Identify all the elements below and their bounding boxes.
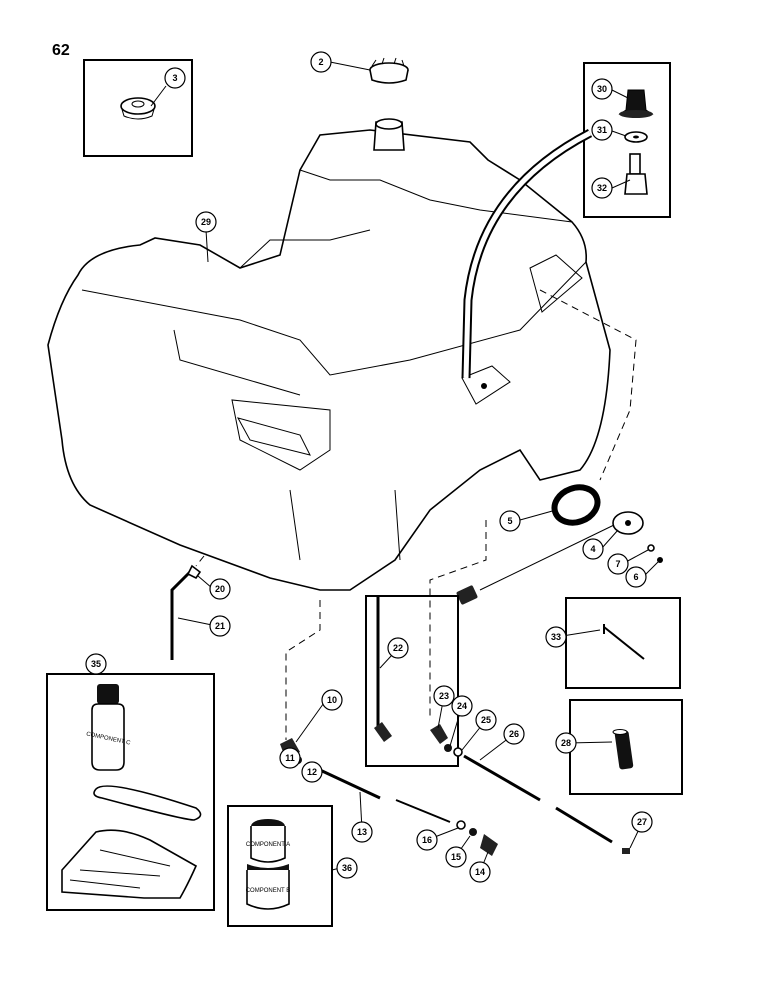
svg-text:20: 20 (215, 584, 225, 594)
sending-unit-4 (456, 511, 644, 605)
svg-text:24: 24 (457, 701, 467, 711)
svg-text:26: 26 (509, 729, 519, 739)
assembly-path-a (539, 289, 637, 481)
svg-text:23: 23 (439, 691, 449, 701)
svg-text:7: 7 (615, 559, 620, 569)
svg-text:14: 14 (475, 867, 485, 877)
svg-text:5: 5 (507, 516, 512, 526)
callout-10: 10 (321, 689, 343, 711)
page-number: 62 (52, 42, 70, 59)
callout-7: 7 (607, 553, 629, 575)
svg-text:2: 2 (318, 57, 323, 67)
callout-16: 16 (416, 829, 438, 851)
svg-text:21: 21 (215, 621, 225, 631)
elbow-23 (430, 724, 448, 744)
assembly-path-c (285, 600, 321, 740)
inset-box-28 (569, 699, 683, 795)
fitting-14 (480, 834, 498, 856)
clip-27 (622, 848, 630, 854)
svg-text:25: 25 (481, 715, 491, 725)
callout-12: 12 (301, 761, 323, 783)
callout-6: 6 (625, 566, 647, 588)
callout-28: 28 (555, 732, 577, 754)
callout-21: 21 (209, 615, 231, 637)
callout-11: 11 (279, 747, 301, 769)
svg-text:3: 3 (172, 73, 177, 83)
drain-tube-21 (170, 568, 194, 660)
callout-23: 23 (433, 685, 455, 707)
svg-text:22: 22 (393, 643, 403, 653)
nut-24 (444, 744, 452, 752)
callout-20: 20 (209, 578, 231, 600)
svg-text:32: 32 (597, 183, 607, 193)
callout-15: 15 (445, 846, 467, 868)
line-13 (319, 768, 381, 800)
sleeve-25 (453, 747, 463, 757)
inset-box-36: COMPONENT A COMPONENT B (227, 805, 333, 927)
inset-box-33 (565, 597, 681, 689)
component-b-label: COMPONENT B (246, 888, 291, 894)
washer-7 (647, 544, 655, 552)
screw-6 (657, 557, 663, 563)
svg-text:6: 6 (633, 572, 638, 582)
svg-text:13: 13 (357, 827, 367, 837)
fuel-tank (47, 118, 611, 591)
callout-13: 13 (351, 821, 373, 843)
callout-25: 25 (475, 709, 497, 731)
component-a-label: COMPONENT A (246, 842, 290, 848)
callout-31: 31 (591, 119, 613, 141)
gasket-5 (551, 484, 601, 526)
callout-36: 36 (336, 857, 358, 879)
line-26 (463, 754, 541, 802)
callout-32: 32 (591, 177, 613, 199)
svg-text:10: 10 (327, 695, 337, 705)
svg-text:12: 12 (307, 767, 317, 777)
callout-35: 35 (85, 653, 107, 675)
callout-29: 29 (195, 211, 217, 233)
callout-2: 2 (310, 51, 332, 73)
callout-26: 26 (503, 723, 525, 745)
fuel-cap (369, 57, 409, 84)
callout-33: 33 (545, 626, 567, 648)
callout-30: 30 (591, 78, 613, 100)
svg-text:4: 4 (590, 544, 595, 554)
svg-text:15: 15 (451, 852, 461, 862)
svg-text:33: 33 (551, 632, 561, 642)
assembly-path-b (195, 555, 205, 567)
callout-5: 5 (499, 510, 521, 532)
callout-4: 4 (582, 538, 604, 560)
fitting-20 (186, 564, 202, 580)
sleeve-16 (456, 820, 466, 830)
svg-text:30: 30 (597, 84, 607, 94)
svg-text:16: 16 (422, 835, 432, 845)
callout-27: 27 (631, 811, 653, 833)
svg-text:36: 36 (342, 863, 352, 873)
nut-15 (469, 828, 477, 836)
svg-text:28: 28 (561, 738, 571, 748)
svg-text:27: 27 (637, 817, 647, 827)
inset-box-35: COMPONENT C (46, 673, 215, 911)
svg-text:11: 11 (285, 753, 295, 763)
callout-22: 22 (387, 637, 409, 659)
svg-text:35: 35 (91, 659, 101, 669)
callout-3: 3 (164, 67, 186, 89)
assembly-path-d (429, 520, 487, 720)
callout-14: 14 (469, 861, 491, 883)
svg-text:29: 29 (201, 217, 211, 227)
svg-text:31: 31 (597, 125, 607, 135)
callout-24: 24 (451, 695, 473, 717)
